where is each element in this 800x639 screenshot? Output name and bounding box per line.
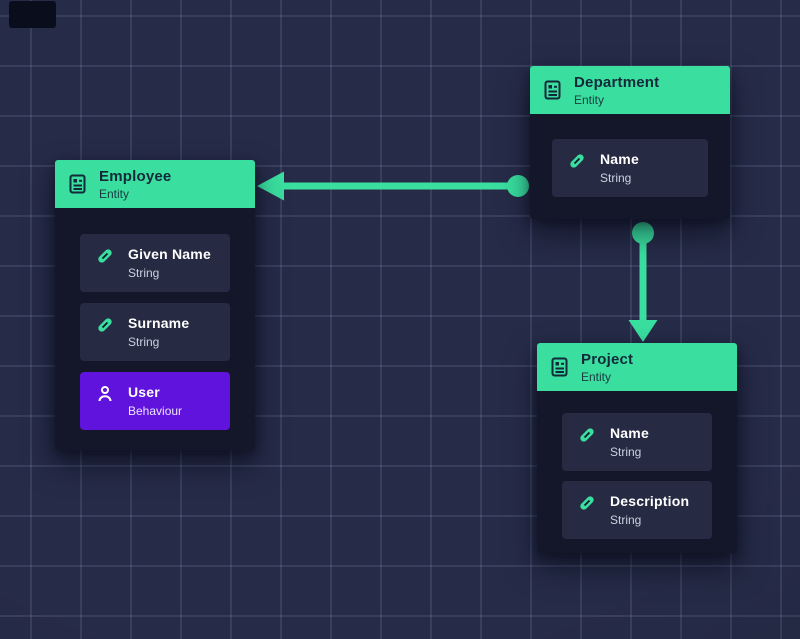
field-name: Description	[610, 493, 690, 509]
entity-card-body: Name String	[530, 114, 730, 219]
field-row-surname[interactable]: Surname String	[80, 303, 230, 361]
field-type: String	[128, 335, 160, 349]
edge-department-project[interactable]	[628, 222, 658, 342]
field-name: Surname	[128, 315, 190, 331]
field-row-user[interactable]: User Behaviour	[80, 372, 230, 430]
entity-card-department[interactable]: Department Entity Name String	[530, 66, 730, 219]
entity-card-employee[interactable]: Employee Entity Given Name String	[55, 160, 255, 450]
link-icon	[567, 151, 587, 171]
edge-department-employee[interactable]	[257, 171, 529, 201]
entity-card-header[interactable]: Department Entity	[530, 66, 730, 114]
connector-dot[interactable]	[507, 175, 529, 197]
connector-dot[interactable]	[632, 222, 654, 244]
field-type: Behaviour	[128, 404, 183, 418]
link-icon	[577, 425, 597, 445]
entity-title: Employee	[99, 167, 172, 185]
field-row-name[interactable]: Name String	[562, 413, 712, 471]
entity-table-icon	[544, 80, 561, 100]
field-name: Name	[610, 425, 649, 441]
arrowhead-left-icon	[257, 171, 284, 201]
field-name: User	[128, 384, 160, 400]
link-icon	[577, 493, 597, 513]
field-name: Given Name	[128, 246, 211, 262]
user-icon	[95, 384, 115, 404]
canvas-corner-panel	[9, 1, 56, 28]
entity-card-header[interactable]: Employee Entity	[55, 160, 255, 208]
field-type: String	[600, 171, 632, 185]
field-row-given-name[interactable]: Given Name String	[80, 234, 230, 292]
entity-subtitle: Entity	[574, 92, 605, 107]
entity-card-body: Name String Description String	[537, 391, 737, 553]
field-type: String	[610, 513, 642, 527]
entity-subtitle: Entity	[99, 186, 130, 201]
entity-title: Project	[581, 350, 634, 368]
link-icon	[95, 246, 115, 266]
arrowhead-down-icon	[628, 320, 658, 342]
entity-table-icon	[551, 357, 568, 377]
field-row-name[interactable]: Name String	[552, 139, 708, 197]
field-name: Name	[600, 151, 639, 167]
field-type: String	[610, 445, 642, 459]
field-type: String	[128, 266, 160, 280]
entity-card-project[interactable]: Project Entity Name String	[537, 343, 737, 553]
entity-card-body: Given Name String Surname String	[55, 208, 255, 450]
entity-card-header[interactable]: Project Entity	[537, 343, 737, 391]
field-row-description[interactable]: Description String	[562, 481, 712, 539]
link-icon	[95, 315, 115, 335]
entity-title: Department	[574, 73, 660, 91]
entity-table-icon	[69, 174, 86, 194]
entity-subtitle: Entity	[581, 369, 612, 384]
